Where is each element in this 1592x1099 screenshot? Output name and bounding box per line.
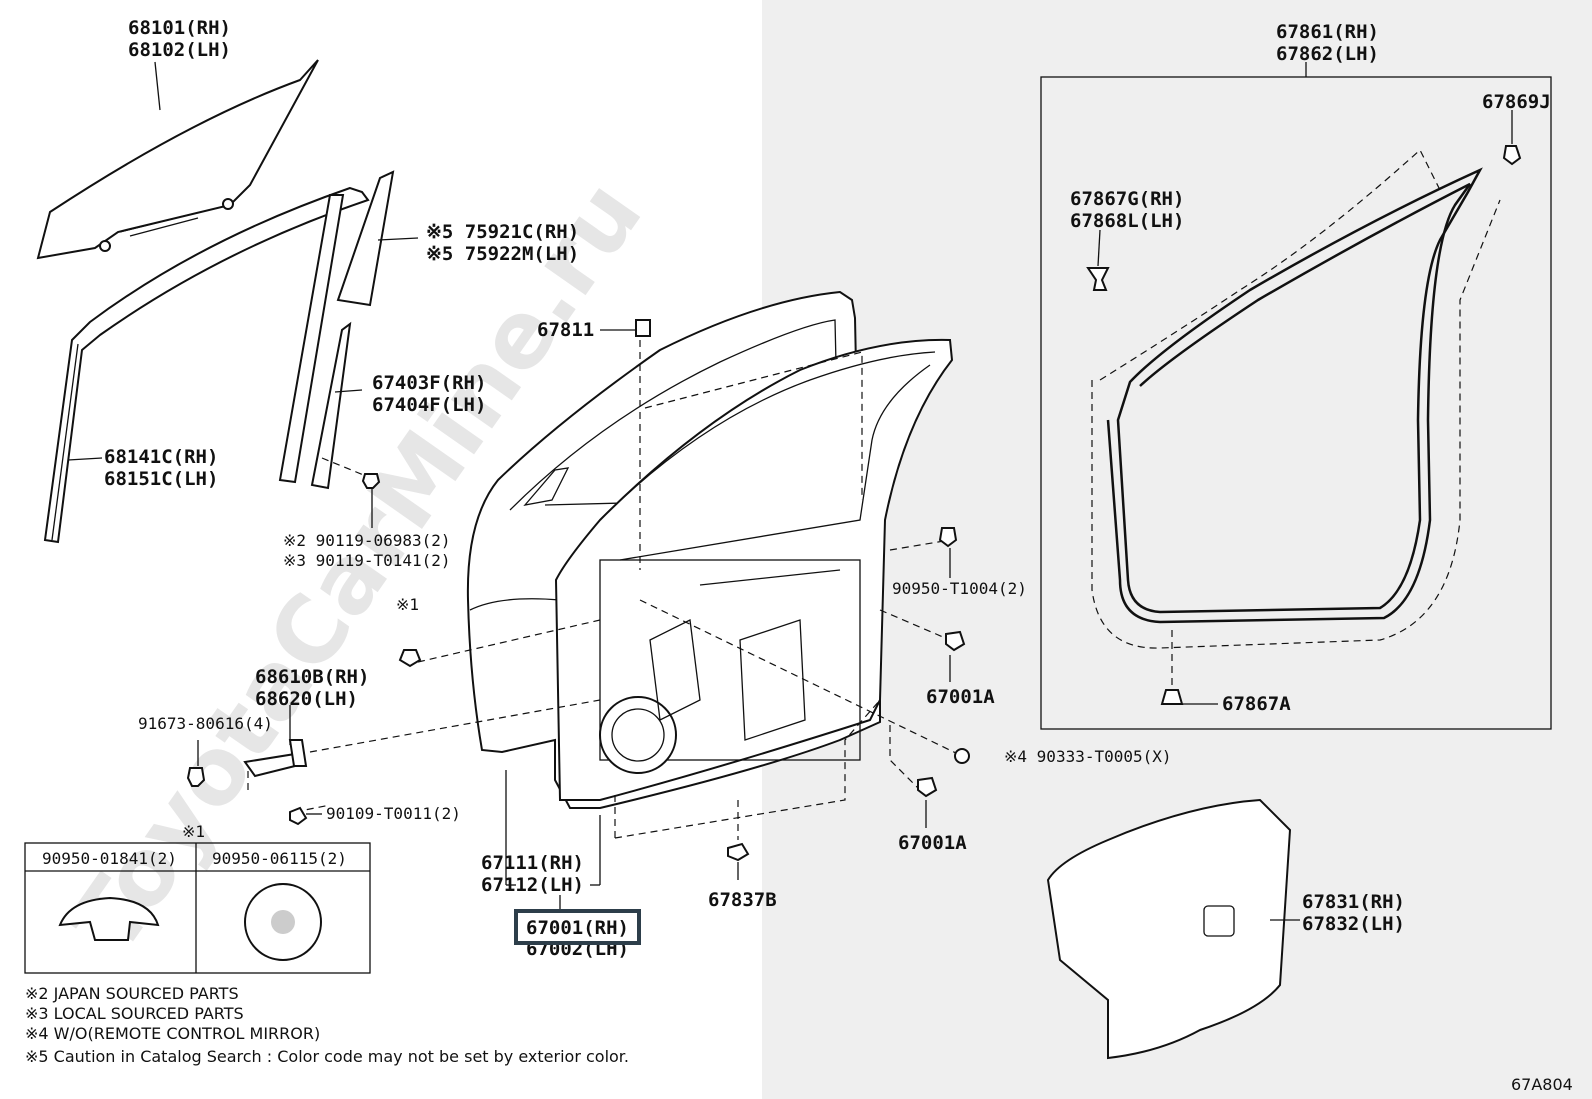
- label-67862: 67862(LH): [1276, 43, 1379, 65]
- label-67811: 67811: [537, 319, 594, 341]
- label-91673: 91673-80616(4): [138, 714, 273, 733]
- rear-lower-channel: [310, 321, 352, 490]
- bolt-90119: [321, 457, 381, 528]
- label-67837: 67837B: [708, 889, 777, 911]
- diagram-code: 67A804: [1511, 1075, 1573, 1094]
- label-67404: 67404F(LH): [372, 394, 486, 416]
- label-mark1: ※1: [396, 595, 419, 614]
- label-90333: ※4 90333-T0005(X): [1004, 747, 1172, 766]
- label-67868: 67868L(LH): [1070, 210, 1184, 232]
- label-75921: ※5 75921C(RH): [426, 221, 579, 243]
- label-67867a: 67867A: [1222, 693, 1291, 715]
- label-67831: 67831(RH): [1302, 891, 1405, 913]
- note-5: ※5 Caution in Catalog Search : Color cod…: [25, 1047, 629, 1066]
- hardware: [186, 319, 970, 880]
- weatherstrip-box: [1040, 76, 1552, 730]
- door-weatherstrip: [1091, 149, 1501, 649]
- label-68610: 68610B(RH): [255, 666, 369, 688]
- pillar-garnish: [278, 170, 395, 484]
- glass-run-channel: [43, 186, 370, 544]
- label-67001: 67001(RH): [526, 917, 629, 939]
- service-hole-cover: [1046, 798, 1292, 1060]
- label-67112: 67112(LH): [481, 874, 584, 896]
- label-90950-t1004: 90950-T1004(2): [892, 579, 1027, 598]
- label-90119-a: ※2 90119-06983(2): [283, 531, 451, 550]
- label-68151: 68151C(LH): [104, 468, 218, 490]
- door-inner-frame: [554, 338, 954, 801]
- label-90109: 90109-T0011(2): [326, 804, 461, 823]
- note-2: ※2 JAPAN SOURCED PARTS: [25, 984, 239, 1003]
- note-4: ※4 W/O(REMOTE CONTROL MIRROR): [25, 1024, 320, 1043]
- note-3: ※3 LOCAL SOURCED PARTS: [25, 1004, 244, 1023]
- label-67861: 67861(RH): [1276, 21, 1379, 43]
- label-67832: 67832(LH): [1302, 913, 1405, 935]
- table-col2-label: 90950-06115(2): [212, 849, 347, 868]
- label-68102: 68102(LH): [128, 39, 231, 61]
- table-header-mark: ※1: [182, 822, 205, 841]
- door-glass: [36, 59, 319, 260]
- label-68141: 68141C(RH): [104, 446, 218, 468]
- label-75922: ※5 75922M(LH): [426, 243, 579, 265]
- label-67403: 67403F(RH): [372, 372, 486, 394]
- label-68620: 68620(LH): [255, 688, 358, 710]
- label-67867g: 67867G(RH): [1070, 188, 1184, 210]
- label-67111: 67111(RH): [481, 852, 584, 874]
- highlight-box: [514, 909, 641, 945]
- label-67001a-2: 67001A: [898, 832, 967, 854]
- clip-table: [24, 842, 371, 974]
- label-67869: 67869J: [1482, 91, 1551, 113]
- table-col1-label: 90950-01841(2): [42, 849, 177, 868]
- label-68101: 68101(RH): [128, 17, 231, 39]
- dashed-leaders: [247, 340, 961, 840]
- label-67001a-1: 67001A: [926, 686, 995, 708]
- label-90119-b: ※3 90119-T0141(2): [283, 551, 451, 570]
